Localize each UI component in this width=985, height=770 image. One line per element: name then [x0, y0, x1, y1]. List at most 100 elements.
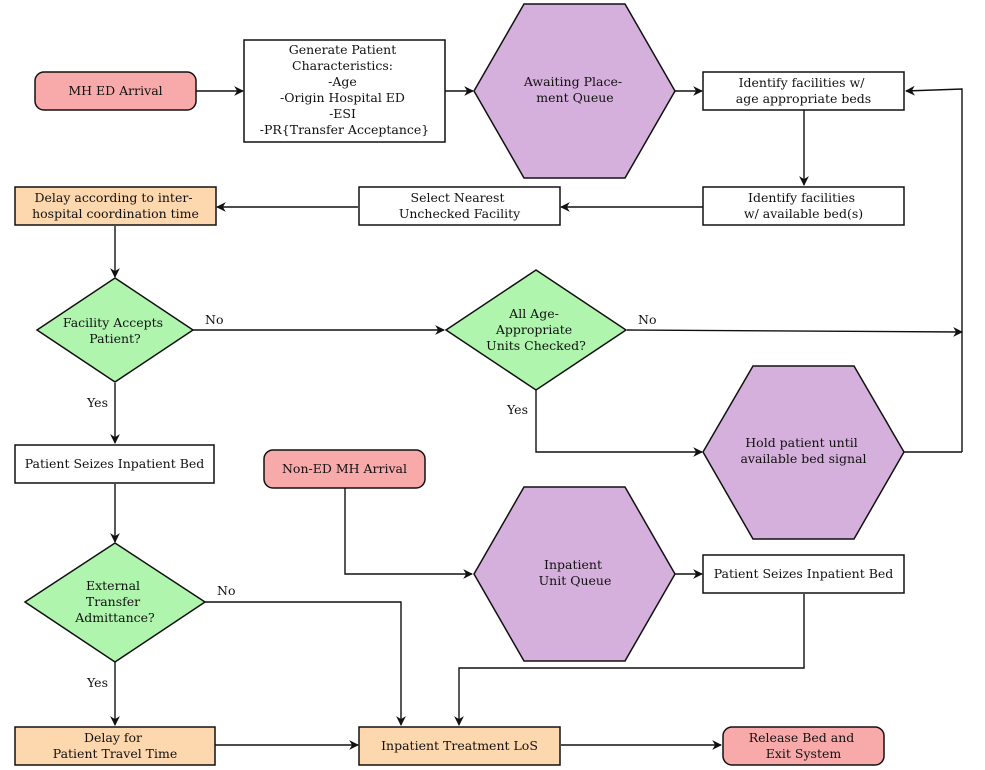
delay-shape	[14, 726, 216, 766]
node-awaiting-placement-queue: Awaiting Place- ment Queue	[473, 3, 676, 179]
node-line: Appropriate	[495, 322, 572, 337]
node-line: Inpatient Treatment LoS	[381, 738, 538, 753]
delay-shape	[14, 186, 217, 226]
edge-external-no-to-los	[205, 601, 406, 726]
node-text: Select Nearest Unchecked Facility	[399, 190, 521, 221]
queue-shape	[473, 3, 676, 179]
node-text: External Transfer Admittance?	[74, 578, 155, 625]
node-line: Units Checked?	[486, 338, 586, 353]
node-line: Non-ED MH Arrival	[282, 461, 407, 476]
node-line: -PR{Transfer Acceptance}	[260, 122, 430, 137]
node-line: Delay for	[84, 730, 142, 745]
node-line: Patient Seizes Inpatient Bed	[25, 456, 205, 471]
node-line: age appropriate beds	[736, 91, 871, 106]
edge-checked-yes-to-hold	[535, 390, 703, 457]
node-line: Admittance?	[74, 610, 155, 625]
terminal-shape	[722, 726, 885, 766]
node-line: available bed signal	[740, 451, 866, 466]
node-text: Delay for Patient Travel Time	[53, 730, 178, 761]
node-line: hospital coordination time	[32, 206, 199, 221]
node-text: Inpatient Treatment LoS	[381, 738, 538, 753]
node-non-ed-arrival: Non-ED MH Arrival	[263, 449, 426, 489]
node-text: Inpatient Unit Queue	[539, 557, 612, 588]
node-inpatient-treatment-los: Inpatient Treatment LoS	[358, 726, 561, 766]
node-all-units-checked-decision: All Age- Appropriate Units Checked?	[444, 269, 628, 391]
node-text: Hold patient until available bed signal	[740, 435, 866, 466]
decision-shape	[23, 542, 207, 663]
node-inpatient-unit-queue: Inpatient Unit Queue	[473, 486, 676, 662]
node-hold-patient: Hold patient until available bed signal	[702, 365, 905, 540]
node-line: Inpatient	[544, 557, 602, 572]
terminal-shape	[34, 71, 197, 111]
node-line: w/ available bed(s)	[744, 206, 863, 221]
node-line: Delay according to inter-	[34, 190, 192, 205]
node-line: Exit System	[766, 746, 842, 761]
node-line: Awaiting Place-	[523, 74, 622, 89]
node-line: External	[86, 578, 140, 593]
node-facility-accepts-decision: Facility Accepts Patient?	[35, 277, 195, 383]
node-line: -Age	[328, 74, 357, 89]
node-line: -ESI	[329, 106, 356, 121]
terminal-shape	[263, 449, 426, 489]
process-shape	[243, 39, 446, 143]
edge-labels: No Yes No Yes No Yes	[86, 312, 656, 690]
node-line: Identify facilities	[748, 190, 855, 205]
node-text: Non-ED MH Arrival	[282, 461, 407, 476]
delay-shape	[358, 726, 561, 766]
node-text: Patient Seizes Inpatient Bed	[25, 456, 205, 471]
node-text: Release Bed and Exit System	[749, 730, 859, 761]
node-identify-age-appropriate: Identify facilities w/ age appropriate b…	[702, 71, 905, 111]
edge-loop-to-identify-age	[905, 85, 963, 452]
queue-shape	[473, 486, 676, 662]
process-shape	[702, 554, 905, 594]
node-text: All Age- Appropriate Units Checked?	[486, 306, 586, 353]
node-line: Hold patient until	[745, 435, 857, 450]
edge-label-external-yes: Yes	[86, 675, 108, 690]
node-line: -Origin Hospital ED	[280, 90, 405, 105]
node-identify-available-beds: Identify facilities w/ available bed(s)	[702, 186, 905, 226]
node-line: Generate Patient	[289, 42, 396, 57]
edge-label-checked-no: No	[638, 312, 656, 327]
node-release-bed-exit: Release Bed and Exit System	[722, 726, 885, 766]
node-text: Awaiting Place- ment Queue	[523, 74, 626, 105]
node-delay-travel: Delay for Patient Travel Time	[14, 726, 216, 766]
node-line: Patient Travel Time	[53, 746, 178, 761]
decision-shape	[35, 277, 195, 383]
node-text: Generate Patient Characteristics: -Age -…	[260, 42, 430, 137]
node-text: Patient Seizes Inpatient Bed	[714, 566, 894, 581]
node-mh-ed-arrival: MH ED Arrival	[34, 71, 197, 111]
node-line: All Age-	[508, 306, 559, 321]
node-external-transfer-decision: External Transfer Admittance?	[23, 542, 207, 663]
node-line: Unchecked Facility	[399, 206, 521, 221]
node-line: Transfer	[86, 594, 140, 609]
edge-seize-right-to-los	[454, 594, 805, 726]
edge-label-accepts-no: No	[205, 312, 223, 327]
node-generate-characteristics: Generate Patient Characteristics: -Age -…	[243, 39, 446, 143]
node-line: Release Bed and	[749, 730, 855, 745]
queue-shape	[702, 365, 905, 540]
node-line: ment Queue	[536, 90, 613, 105]
edge-label-accepts-yes: Yes	[86, 395, 108, 410]
node-text: Identify facilities w/ available bed(s)	[744, 190, 863, 221]
node-line: Patient Seizes Inpatient Bed	[714, 566, 894, 581]
node-delay-coordination: Delay according to inter- hospital coord…	[14, 186, 217, 226]
process-shape	[702, 186, 905, 226]
edges	[110, 85, 963, 750]
node-text: Facility Accepts Patient?	[63, 315, 167, 346]
edge-non-ed-to-inpatient-queue	[344, 488, 473, 579]
node-text: MH ED Arrival	[68, 83, 162, 98]
edge-label-checked-yes: Yes	[506, 402, 528, 417]
process-shape	[358, 186, 561, 226]
node-text: Identify facilities w/ age appropriate b…	[736, 75, 871, 106]
node-line: Select Nearest	[411, 190, 505, 205]
edge-checked-no-to-loop	[626, 327, 963, 337]
node-line: Patient?	[89, 331, 141, 346]
node-select-nearest-facility: Select Nearest Unchecked Facility	[358, 186, 561, 226]
node-line: Facility Accepts	[63, 315, 163, 330]
node-line: MH ED Arrival	[68, 83, 162, 98]
decision-shape	[444, 269, 628, 391]
node-line: Characteristics:	[292, 58, 393, 73]
node-line: Identify facilities w/	[739, 75, 866, 90]
